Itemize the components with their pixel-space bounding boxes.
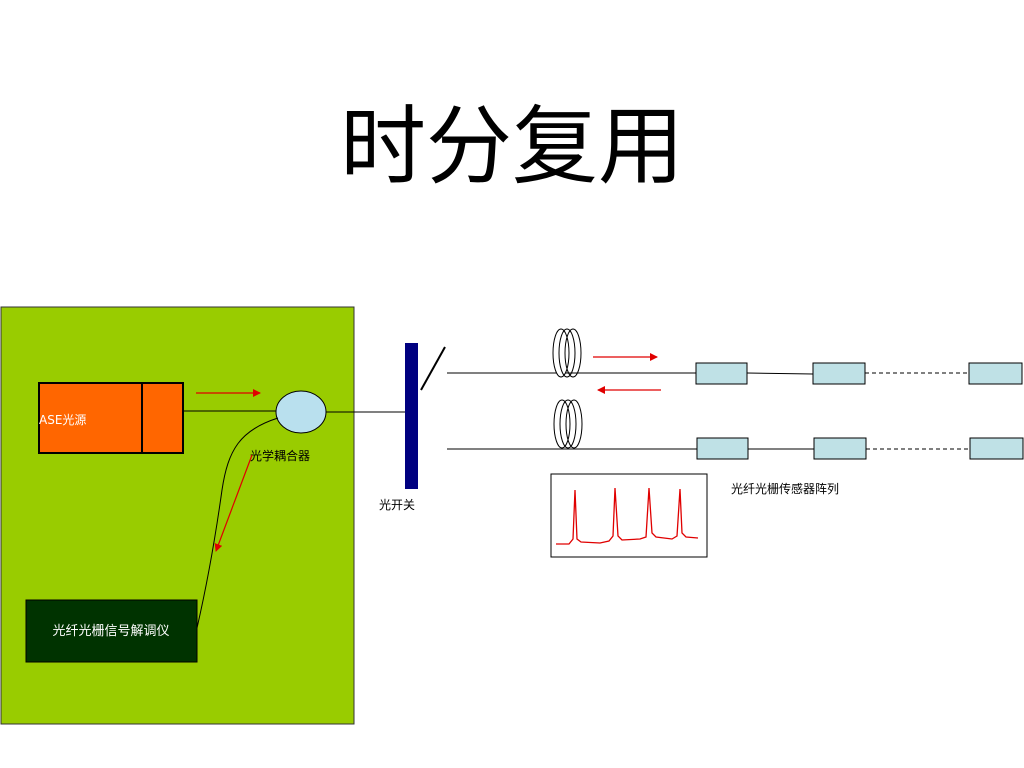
optical-coupler (275, 390, 327, 434)
demodulator-box (25, 599, 198, 663)
fiber-coil-icon (553, 399, 583, 449)
optical-switch-bar (405, 343, 418, 489)
page-title: 时分复用 (340, 97, 684, 197)
fiber-upper-seg1 (746, 372, 814, 375)
coupler-label: 光学耦合器 (250, 448, 310, 463)
demodulator-label: 光纤光栅信号解调仪 (52, 624, 169, 639)
reflection-peaks-icon (556, 487, 699, 545)
fiber-coil-icon (552, 328, 582, 378)
fiber-grating-icon (696, 437, 749, 460)
optical-switch-label: 光开关 (379, 498, 415, 512)
ase-source-box (38, 382, 184, 454)
fiber-grating-icon (812, 362, 866, 385)
fiber-grating-icon (695, 362, 748, 385)
fiber-grating-icon (969, 437, 1024, 460)
arrow-to-demodulator (214, 454, 253, 552)
fiber-grating-icon (813, 437, 867, 460)
sensor-array-label: 光纤光栅传感器阵列 (731, 481, 839, 496)
ase-source-label: ASE光源 (39, 413, 86, 427)
optical-switch-lever (420, 346, 446, 391)
fiber-coupler-demodulator (196, 417, 279, 629)
fiber-grating-icon (968, 362, 1023, 385)
